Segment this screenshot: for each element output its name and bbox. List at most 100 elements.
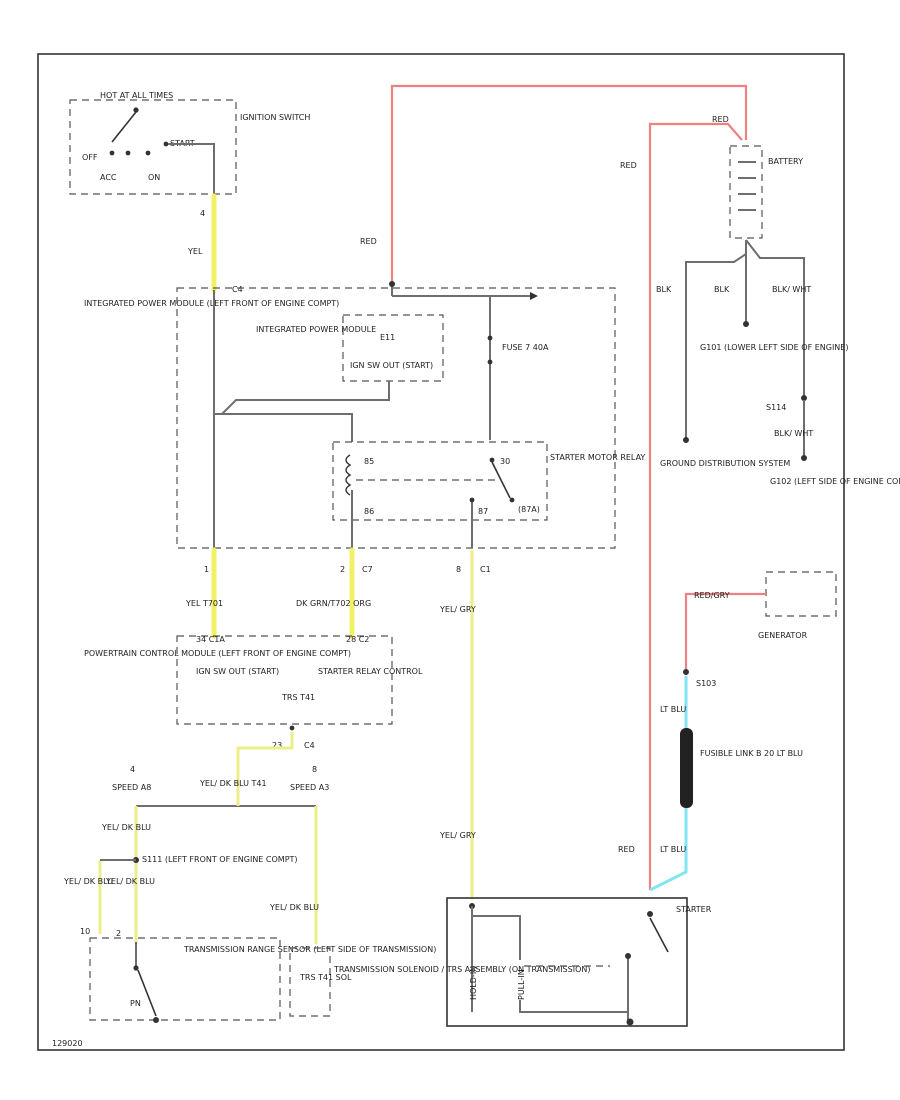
starter-label: STARTER bbox=[676, 905, 712, 914]
e11-label: E11 bbox=[380, 333, 395, 342]
hold-in-label: HOLD-IN bbox=[469, 966, 478, 1000]
pin-87-label: 87 bbox=[478, 507, 488, 516]
ground-distribution-label: GROUND DISTRIBUTION SYSTEM bbox=[660, 459, 790, 468]
battery-box bbox=[729, 145, 763, 239]
splice-s103 bbox=[683, 669, 689, 675]
yel-dkblu-label-3: YEL/ DK BLU bbox=[105, 877, 155, 886]
pull-in-to-motor bbox=[519, 1000, 628, 1013]
relay-contact bbox=[491, 461, 511, 499]
red-label-top: RED bbox=[712, 115, 729, 124]
g101-terminal bbox=[743, 321, 749, 327]
generator: GENERATOR bbox=[758, 571, 837, 640]
pin-10-label: 10 bbox=[80, 927, 90, 936]
starter-relay-label: STARTER MOTOR RELAY bbox=[550, 453, 645, 462]
connector-c7-label: C7 bbox=[362, 565, 373, 574]
ipm-connector-c4-label: C4 bbox=[232, 285, 243, 294]
relay-87a-terminal bbox=[509, 497, 515, 503]
yel-dkblu-t41-feed bbox=[236, 732, 294, 790]
red-label-ipm: RED bbox=[360, 237, 377, 246]
red-gry-label: RED/GRY bbox=[694, 591, 730, 600]
integrated-power-module: INTEGRATED POWER MODULE (LEFT FRONT OF E… bbox=[84, 282, 645, 549]
starter-b-terminal bbox=[647, 911, 653, 917]
pin-2-label: 2 bbox=[116, 929, 121, 938]
yel-gry-label-2: YEL/ GRY bbox=[439, 831, 476, 840]
pin-23-label: 23 bbox=[272, 741, 282, 750]
yel-dkblu-label-2: YEL/ DK BLU bbox=[63, 877, 113, 886]
g101-label: G101 (LOWER LEFT SIDE OF ENGINE) bbox=[700, 343, 848, 352]
pin-86-label: 86 bbox=[364, 507, 374, 516]
pin-ign-4-label: 4 bbox=[200, 209, 205, 218]
switch-acc-label: ACC bbox=[100, 173, 117, 182]
relay-87-terminal bbox=[469, 497, 475, 503]
lt-blu-label-1: LT BLU bbox=[660, 705, 686, 714]
blk-wht-label-2: BLK/ WHT bbox=[774, 429, 813, 438]
ignition-switch-off-terminal bbox=[109, 150, 115, 156]
pcm-relay-control-label: STARTER RELAY CONTROL bbox=[318, 667, 423, 676]
pin-4-label: 4 bbox=[130, 765, 135, 774]
red-wire-battery-to-ipm bbox=[390, 84, 748, 282]
ignition-switch-start-terminal bbox=[163, 141, 169, 147]
c4-connector-label: C4 bbox=[304, 741, 315, 750]
fuse-label: FUSE 7 40A bbox=[502, 343, 549, 352]
yel-t701-label: YEL T701 bbox=[185, 599, 223, 608]
starter-ground bbox=[626, 1018, 634, 1026]
ignition-switch-contact bbox=[111, 111, 137, 143]
ground-distribution-terminal bbox=[683, 437, 689, 443]
pcm-trs-label: TRS T41 bbox=[281, 693, 315, 702]
transmission-range-sensor: TRANSMISSION RANGE SENSOR (LEFT SIDE OF … bbox=[89, 937, 436, 1023]
ignition-switch-on-terminal bbox=[145, 150, 151, 156]
trs-box-label: TRS T41 SOL bbox=[299, 973, 352, 982]
starter-s-bus bbox=[471, 906, 521, 960]
starter-solenoid-contact bbox=[649, 917, 669, 953]
bus-arrow bbox=[530, 292, 538, 300]
starter-box bbox=[446, 897, 688, 1027]
ignition-switch-box bbox=[69, 99, 237, 195]
blk-wht-ground bbox=[745, 239, 805, 396]
blk-ground-to-distribution bbox=[685, 240, 747, 438]
trs-box bbox=[89, 937, 281, 1021]
generator-box bbox=[765, 571, 837, 617]
hot-at-all-times-label: HOT AT ALL TIMES bbox=[100, 91, 173, 100]
g102-label: G102 (LEFT SIDE OF ENGINE COMPT) bbox=[770, 477, 900, 486]
yel-dkblu-label-4: YEL/ DK BLU bbox=[269, 903, 319, 912]
battery-label: BATTERY bbox=[768, 157, 803, 166]
diagram-frame bbox=[37, 53, 845, 1051]
pcm-pins-left: 34 C1A bbox=[196, 635, 225, 644]
blk-wht-label-1: BLK/ WHT bbox=[772, 285, 811, 294]
pn-label: PN bbox=[130, 999, 141, 1008]
pin-85-label: 85 bbox=[364, 457, 374, 466]
starter-relay-box bbox=[332, 441, 548, 521]
pin-30-label: 30 bbox=[500, 457, 510, 466]
relay-coil bbox=[345, 454, 352, 496]
pcm-box bbox=[176, 635, 393, 725]
red-label-side: RED bbox=[620, 161, 637, 170]
s114-label: S114 bbox=[766, 403, 786, 412]
fusible-link-label: FUSIBLE LINK B 20 LT BLU bbox=[700, 749, 803, 758]
lt-blu-wire-lower bbox=[649, 808, 688, 892]
feed-to-relay-coil bbox=[214, 413, 353, 442]
g102-terminal bbox=[801, 455, 807, 461]
connector-1-label: 1 bbox=[204, 565, 209, 574]
speed-a8-label: SPEED A8 bbox=[112, 783, 151, 792]
pull-in-label: PULL-IN bbox=[517, 969, 526, 1000]
starter-motor: STARTER HOLD-IN PULL-IN bbox=[446, 897, 712, 1027]
fuse-terminal-top bbox=[487, 335, 493, 341]
red-gry-generator-wire bbox=[684, 592, 766, 670]
battery: BATTERY bbox=[729, 145, 803, 239]
pcm-c4-terminal bbox=[289, 725, 295, 731]
ipm-box bbox=[176, 287, 616, 549]
pin-87a-label: (87A) bbox=[518, 505, 540, 514]
generator-label: GENERATOR bbox=[758, 631, 808, 640]
e11-desc-label: IGN SW OUT (START) bbox=[350, 361, 433, 370]
connector-c1-label: C1 bbox=[480, 565, 491, 574]
relay-30-terminal bbox=[489, 457, 495, 463]
powertrain-control-module: 34 C1A 28 C2 POWERTRAIN CONTROL MODULE (… bbox=[84, 635, 423, 725]
trs-title: TRANSMISSION RANGE SENSOR (LEFT SIDE OF … bbox=[183, 945, 436, 954]
ignition-switch-acc-terminal bbox=[125, 150, 131, 156]
pin-8-label: 8 bbox=[312, 765, 317, 774]
ignition-switch-label: IGNITION SWITCH bbox=[240, 113, 310, 122]
diagram-id: 129020 bbox=[52, 1039, 83, 1048]
blk-label-1: BLK bbox=[656, 285, 672, 294]
yel-gry-label-1: YEL/ GRY bbox=[439, 605, 476, 614]
